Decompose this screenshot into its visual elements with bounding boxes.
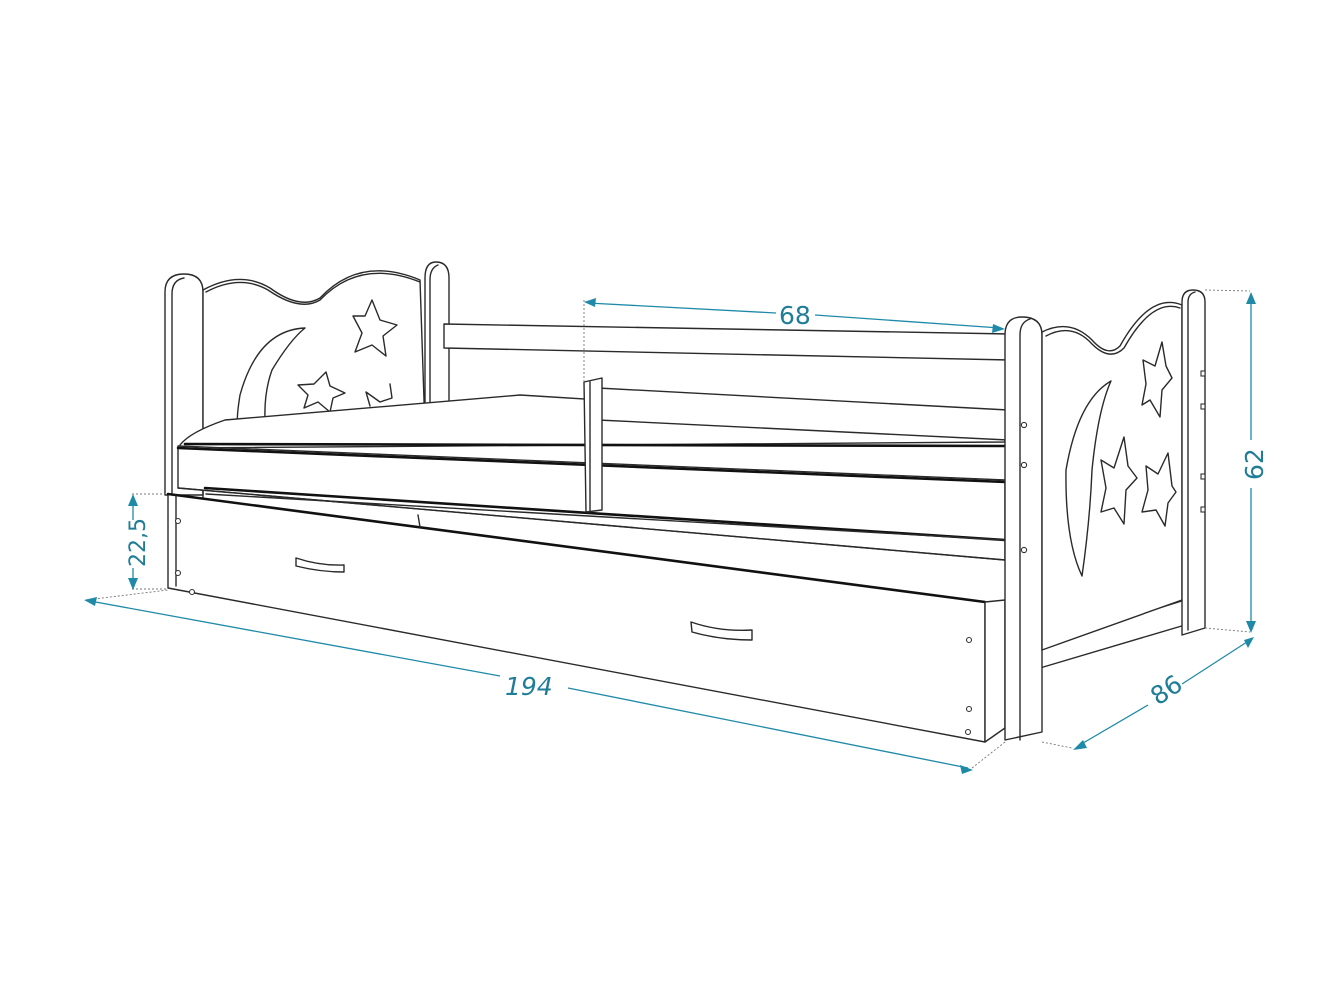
safety-rail xyxy=(583,377,1009,513)
drawer xyxy=(166,492,1132,743)
dimension-label-drawer: 22,5 xyxy=(126,518,151,567)
moon-decoration xyxy=(1065,380,1112,577)
dimension-label-width: 86 xyxy=(1145,669,1188,711)
dimension-rail-length: 68 xyxy=(583,298,1005,382)
right-headboard xyxy=(1004,289,1206,741)
dimension-height: 62 xyxy=(1204,289,1269,633)
star-decoration xyxy=(1100,436,1138,525)
dimension-drawer-height: 22,5 xyxy=(126,493,168,590)
dimension-label-rail: 68 xyxy=(779,301,811,330)
dimension-label-height: 62 xyxy=(1240,448,1269,480)
star-decoration xyxy=(365,383,393,407)
dimension-label-length: 194 xyxy=(505,672,553,701)
star-decoration xyxy=(352,299,398,357)
dimension-length: 194 xyxy=(84,589,1006,774)
star-decoration xyxy=(1141,341,1173,418)
star-decoration xyxy=(297,371,346,413)
drawer-handle xyxy=(690,621,753,641)
star-decoration xyxy=(1141,452,1177,527)
drawer-handle xyxy=(295,557,345,573)
back-rail xyxy=(443,323,1011,361)
